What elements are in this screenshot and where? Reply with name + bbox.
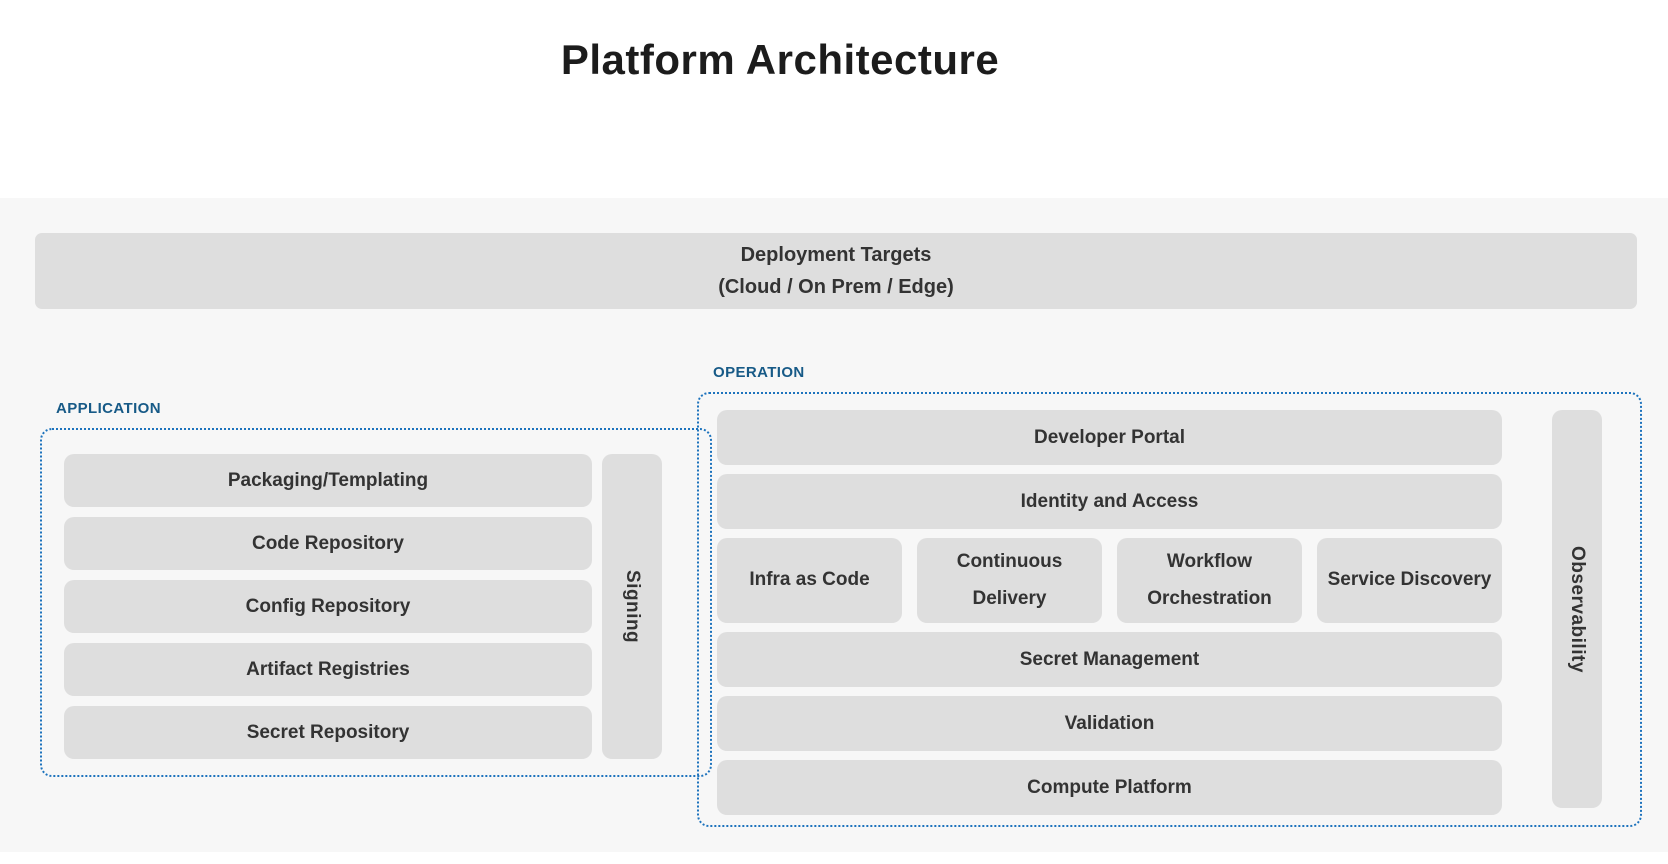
- operation-group: Developer Portal Identity and Access Inf…: [697, 392, 1642, 827]
- box-packaging-templating: Packaging/Templating: [64, 454, 592, 507]
- box-workflow-orchestration: Workflow Orchestration: [1117, 538, 1302, 623]
- box-code-repository: Code Repository: [64, 517, 592, 570]
- box-service-discovery: Service Discovery: [1317, 538, 1502, 623]
- box-config-repository: Config Repository: [64, 580, 592, 633]
- box-developer-portal: Developer Portal: [717, 410, 1502, 465]
- box-infra-as-code: Infra as Code: [717, 538, 902, 623]
- application-group-label: APPLICATION: [56, 400, 161, 417]
- deployment-targets-title: Deployment Targets: [740, 243, 932, 266]
- box-artifact-registries: Artifact Registries: [64, 643, 592, 696]
- box-compute-platform: Compute Platform: [717, 760, 1502, 815]
- box-validation: Validation: [717, 696, 1502, 751]
- box-deployment-targets: Deployment Targets (Cloud / On Prem / Ed…: [35, 233, 1637, 309]
- operation-split-row: Infra as Code Continuous Delivery Workfl…: [717, 538, 1502, 623]
- box-continuous-delivery: Continuous Delivery: [917, 538, 1102, 623]
- deployment-targets-subtitle: (Cloud / On Prem / Edge): [718, 275, 954, 298]
- box-secret-repository: Secret Repository: [64, 706, 592, 759]
- page-title: Platform Architecture: [560, 36, 1000, 83]
- box-observability: Observability: [1552, 410, 1602, 808]
- box-secret-management: Secret Management: [717, 632, 1502, 687]
- operation-group-label: OPERATION: [713, 364, 805, 381]
- operation-rows-column: Developer Portal Identity and Access Inf…: [717, 410, 1502, 815]
- application-items-column: Packaging/Templating Code Repository Con…: [64, 454, 592, 759]
- application-group: Packaging/Templating Code Repository Con…: [40, 428, 712, 777]
- box-identity-and-access: Identity and Access: [717, 474, 1502, 529]
- box-signing: Signing: [602, 454, 662, 759]
